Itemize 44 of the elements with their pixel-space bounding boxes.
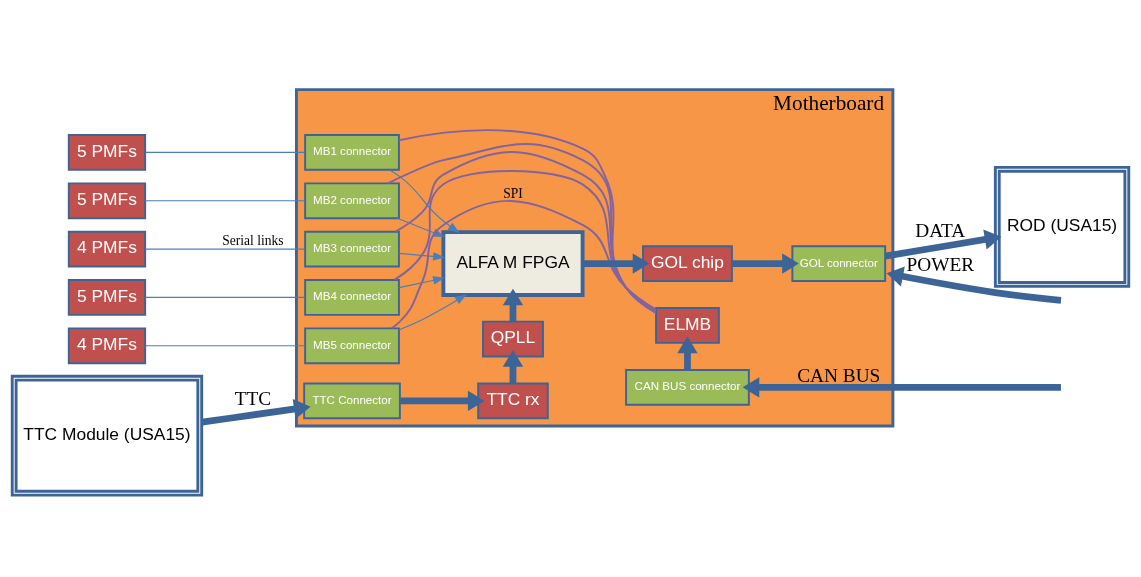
node-box: MB1 connector bbox=[304, 134, 400, 171]
edge-label: TTC bbox=[234, 387, 272, 409]
node-box: 5 PMFs bbox=[67, 134, 147, 171]
connector bbox=[144, 200, 306, 202]
connector bbox=[144, 345, 306, 347]
node-box: GOL connector bbox=[791, 245, 887, 282]
connector bbox=[144, 296, 306, 298]
arrow bbox=[502, 288, 524, 322]
edge-label: Serial links bbox=[222, 233, 284, 249]
arrow bbox=[400, 390, 485, 412]
arrow bbox=[389, 169, 460, 234]
node-box: 5 PMFs bbox=[67, 279, 147, 316]
node-box: ALFA M FPGA bbox=[441, 230, 585, 297]
node-box: MB3 connector bbox=[304, 230, 400, 268]
connector bbox=[390, 199, 657, 330]
node-box: ROD (USA15) bbox=[993, 165, 1131, 288]
arrow bbox=[502, 350, 524, 383]
arrow bbox=[201, 398, 311, 426]
arrow bbox=[677, 336, 698, 370]
node-box: TTC Connector bbox=[303, 382, 401, 420]
edge-label: POWER bbox=[906, 254, 975, 276]
node-box: CAN BUS connector bbox=[625, 368, 750, 406]
edge-label: SPI bbox=[503, 186, 523, 202]
arrow bbox=[732, 253, 799, 274]
node-box: QPLL bbox=[482, 320, 544, 358]
arrow bbox=[884, 229, 1002, 260]
connector bbox=[144, 248, 306, 250]
arrow bbox=[398, 294, 467, 331]
node-box: MB4 connector bbox=[304, 279, 400, 316]
arrow bbox=[398, 252, 446, 261]
node-box: ELMB bbox=[655, 307, 720, 344]
node-box: TTC Module (USA15) bbox=[10, 374, 204, 497]
arrow bbox=[886, 266, 1062, 304]
node-box: 4 PMFs bbox=[67, 230, 147, 268]
edge-label: CAN BUS bbox=[797, 364, 881, 386]
node-box: MB5 connector bbox=[304, 327, 400, 365]
node-box: MB2 connector bbox=[304, 182, 400, 220]
connector bbox=[144, 151, 306, 153]
node-box: TTC rx bbox=[477, 382, 549, 420]
arrow bbox=[398, 276, 446, 289]
node-box: GOL chip bbox=[642, 245, 733, 282]
node-box: 5 PMFs bbox=[67, 182, 147, 220]
edge-label: DATA bbox=[915, 219, 966, 241]
node-box: 4 PMFs bbox=[67, 327, 147, 365]
